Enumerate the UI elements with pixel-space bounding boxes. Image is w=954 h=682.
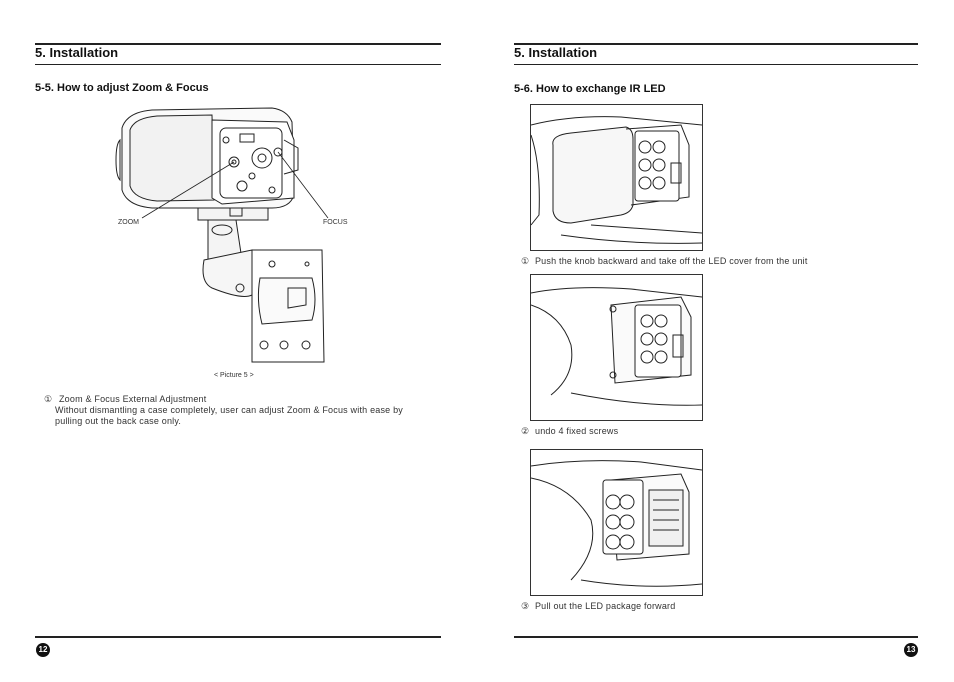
- page-number: 12: [36, 643, 50, 657]
- caption-prefix: < Picture: [214, 372, 244, 379]
- step2-photo: [530, 274, 703, 421]
- item-marker: ①: [44, 394, 53, 404]
- item-text-line1: Without dismantling a case completely, u…: [55, 405, 403, 415]
- subsection-title: 5-6. How to exchange IR LED: [514, 83, 666, 95]
- step3-label: Pull out the LED package forward: [534, 601, 676, 611]
- step1-photo: [530, 104, 703, 251]
- item-text-line2: pulling out the back case only.: [55, 416, 182, 426]
- caption-suffix: >: [247, 372, 254, 379]
- figure-caption: < Picture 5 >: [214, 372, 254, 379]
- caption-number: 5: [243, 372, 248, 379]
- step1-text: ① Push the knob backward and take off th…: [521, 256, 808, 267]
- header-rule-bottom: [514, 64, 918, 65]
- subsection-title: 5-5. How to adjust Zoom & Focus: [35, 82, 209, 94]
- step1-marker: ①: [521, 256, 530, 266]
- step2-marker: ②: [521, 426, 530, 436]
- header-rule-top: [35, 43, 441, 45]
- footer-rule: [514, 636, 918, 638]
- camera-illustration: [112, 100, 362, 368]
- section-title: 5. Installation: [35, 45, 119, 60]
- step3-marker: ③: [521, 601, 530, 611]
- header-rule-bottom: [35, 64, 441, 65]
- item-title: ① Zoom & Focus External Adjustment: [44, 394, 206, 405]
- step2-text: ② undo 4 fixed screws: [521, 426, 618, 437]
- step2-label: undo 4 fixed screws: [534, 426, 619, 436]
- right-page: 5. Installation 5-6. How to exchange IR …: [477, 0, 954, 682]
- zoom-label: ZOOM: [118, 219, 139, 226]
- item-title-text: Zoom & Focus External Adjustment: [58, 394, 207, 404]
- left-page: 5. Installation 5-5. How to adjust Zoom …: [35, 43, 441, 657]
- focus-label: FOCUS: [323, 219, 348, 226]
- section-title: 5. Installation: [514, 45, 598, 60]
- step3-text: ③ Pull out the LED package forward: [521, 601, 675, 612]
- footer-rule: [35, 636, 441, 638]
- step3-photo: [530, 449, 703, 596]
- step1-label: Push the knob backward and take off the …: [534, 256, 808, 266]
- page-number: 13: [904, 643, 918, 657]
- header-rule-top: [514, 43, 918, 45]
